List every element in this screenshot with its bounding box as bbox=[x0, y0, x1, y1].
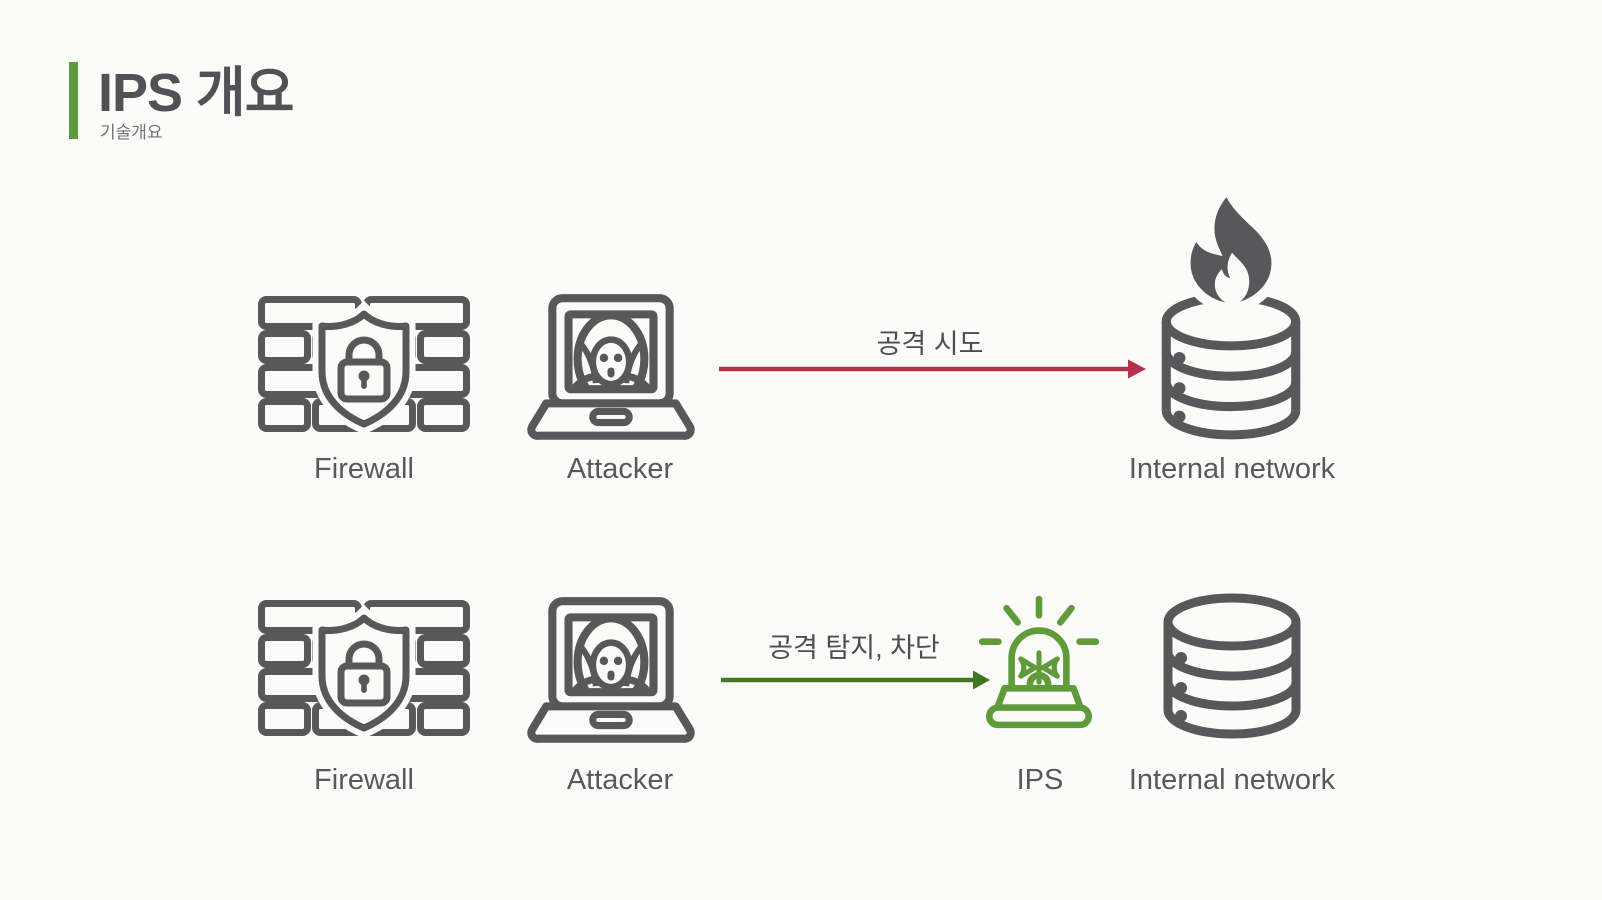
firewall-label: Firewall bbox=[314, 764, 414, 796]
internal-network-label: Internal network bbox=[1128, 764, 1336, 796]
attack-attempt-arrow-label: 공격 시도 bbox=[876, 329, 984, 359]
attack-attempt-arrow bbox=[719, 359, 1146, 379]
title-accent-bar bbox=[69, 62, 78, 139]
firewall-icon bbox=[258, 600, 470, 736]
attacker-icon bbox=[522, 597, 700, 751]
internal-network-label: Internal network bbox=[1128, 453, 1336, 485]
attacker-label: Attacker bbox=[566, 453, 674, 485]
attacker-label: Attacker bbox=[566, 764, 674, 796]
siren-icon bbox=[976, 595, 1102, 733]
attacker-icon bbox=[522, 294, 700, 448]
attack-blocked-arrow-label: 공격 탐지, 차단 bbox=[768, 633, 940, 663]
attack-blocked-arrow bbox=[721, 670, 990, 690]
database-on-fire-icon bbox=[1155, 182, 1307, 445]
page-title: IPS 개요 bbox=[98, 63, 294, 123]
database-icon bbox=[1157, 592, 1307, 742]
firewall-label: Firewall bbox=[314, 453, 414, 485]
page-subtitle: 기술개요 bbox=[100, 123, 163, 142]
ips-label: IPS bbox=[1016, 764, 1064, 796]
firewall-icon bbox=[258, 296, 470, 432]
